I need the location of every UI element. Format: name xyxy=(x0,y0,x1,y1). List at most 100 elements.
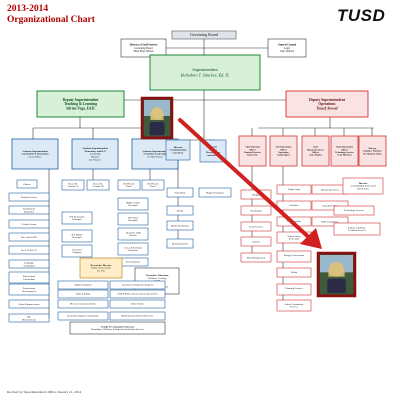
curriculum-item-3-text: Education xyxy=(24,210,35,213)
chart-title: 2013-2014 Organizational Chart xyxy=(7,4,95,26)
officer-box-1-text: Chief Financial xyxy=(245,147,260,149)
curriculum-item-6-text: Soc F B & E. P. xyxy=(21,249,37,252)
assistant-superintendent-box-2-text: Elementary and K-8 xyxy=(85,150,107,153)
superintendent-box-frame xyxy=(149,54,261,91)
governing-board-box-text: Governing Board xyxy=(190,32,218,37)
alternative-education-box-text: Alternative Education xyxy=(146,274,169,277)
person-photo-icon xyxy=(316,251,357,298)
curriculum-item-4: Federal Grants xyxy=(8,219,50,229)
secondary-item-4-text: HS School xyxy=(128,217,138,219)
program-right-4-text: Multicultural & African Student Svc. xyxy=(121,315,154,318)
operations-item-2-text: Facilities xyxy=(290,204,299,207)
communications-box-text: Director xyxy=(174,146,184,149)
program-left-2: Student Equity xyxy=(57,289,109,299)
communications-item-4: Marketing 2013 xyxy=(166,238,194,249)
curriculum-item-4-frame xyxy=(8,219,50,229)
communications-item-4-text: Marketing 2013 xyxy=(172,242,189,245)
hr-item-3: EEO Compliance xyxy=(311,216,349,227)
assistant-superintendent-box-2-text: Ramona xyxy=(91,156,100,159)
curriculum-item-10-text: School Improvement xyxy=(18,303,39,306)
officer-box-5-text: Dr. Shannon Alston xyxy=(363,152,382,155)
operations-item-8-text: Services xyxy=(290,306,298,309)
communications-item-1-text: Print Shop xyxy=(175,191,186,194)
operations-item-1-frame xyxy=(276,184,312,195)
operations-item-5-frame xyxy=(276,250,312,263)
program-right-1-text: Alternative to Suspension Programs xyxy=(122,284,154,287)
officer-box-1-text: Karla Soto xyxy=(247,155,258,157)
communications-item-3: Media Production xyxy=(166,220,194,231)
elementary-item-4-text: K-8 Middle xyxy=(72,234,83,236)
secondary-item-6-text: Career & Technical xyxy=(124,247,142,249)
assistant-superintendent-box-1-frame xyxy=(11,138,59,170)
assistant-superintendent-box-3-text: Assistant Superintendent xyxy=(142,150,168,153)
elementary-item-1-frame xyxy=(61,179,85,191)
program-left-1-frame xyxy=(57,280,109,290)
operations-item-1-text: Engineering xyxy=(288,188,300,191)
board-staff-box-text: Director of Staff Services xyxy=(130,44,158,47)
curriculum-item-10-frame xyxy=(8,299,50,309)
hr-item-1-text: Human Resources xyxy=(321,188,339,191)
arrow-head xyxy=(300,228,322,249)
curriculum-item-2-text: Family Services xyxy=(21,196,37,199)
finance-item-2-frame xyxy=(240,205,272,216)
family-community-box-frame xyxy=(69,321,166,335)
curriculum-item-1-text: Charter xyxy=(23,183,31,186)
arrow-shaft xyxy=(178,118,316,244)
finance-item-5-text: Risk Management xyxy=(247,256,266,259)
technology-item-2-frame xyxy=(333,205,375,216)
secondary-item-5-text: Schools xyxy=(129,235,136,237)
tusd-logo: TUSD xyxy=(337,6,386,25)
elementary-item-2-text: Corridor 1B xyxy=(92,186,104,188)
officer-box-3-text: Human Resources xyxy=(307,149,324,151)
hr-item-2-frame xyxy=(311,200,349,211)
elementary-item-5-text: Programs xyxy=(73,251,82,254)
assistant-superintendent-box-1-text: Grace Bellon xyxy=(29,156,43,159)
governing-board-box: Governing Board xyxy=(171,30,237,40)
operations-item-5-text: Energy Conservation xyxy=(284,254,305,257)
program-right-4: Multicultural & African Student Svc. xyxy=(109,311,166,321)
elementary-item-5-frame xyxy=(61,244,93,258)
program-left-2-frame xyxy=(57,289,109,299)
technology-item-2: Technology Services xyxy=(333,205,375,216)
operations-item-6-text: Health xyxy=(291,271,298,274)
curriculum-item-5-frame xyxy=(8,232,50,242)
board-staff-box-text: Mary Ellen Wilson xyxy=(134,50,154,53)
chart-heading: Organizational Chart xyxy=(7,15,95,25)
arrow-icon xyxy=(178,118,322,249)
operations-item-1: Engineering xyxy=(276,184,312,195)
curriculum-item-6-frame xyxy=(8,245,50,255)
alternative-education-box-text: Childcare Learning xyxy=(148,277,167,280)
secondary-item-4-text: Principals xyxy=(128,220,137,222)
officer-box-3-text: Anna Maiden xyxy=(309,154,323,157)
assistant-superintendent-box-2-frame xyxy=(71,138,119,170)
operations-item-2-frame xyxy=(276,200,312,211)
officer-box-2-frame xyxy=(269,135,298,167)
deputy-teaching-learning-box-text: Teaching & Learning xyxy=(64,102,97,106)
equity-innovation-box-frame xyxy=(79,257,123,279)
curriculum-item-5: Fine Arts/GATE xyxy=(8,232,50,242)
elementary-item-1-text: Elem. Dir. xyxy=(68,183,78,185)
curriculum-item-11-frame xyxy=(8,313,50,323)
program-left-3-frame xyxy=(57,299,109,309)
operations-item-8-text: School Community xyxy=(285,303,304,306)
finance-item-4: Payroll xyxy=(240,236,272,247)
curriculum-item-9-frame xyxy=(8,283,50,296)
program-right-2: CSDLR Multi Academic Intervention School… xyxy=(109,289,166,299)
governing-board-box-frame xyxy=(171,30,237,40)
deputy-operations-box-text: Deputy Superintendent xyxy=(309,98,346,102)
secondary-item-2-text: HS Director xyxy=(147,183,158,185)
curriculum-item-11-text: Title xyxy=(27,315,33,318)
operations-item-6-frame xyxy=(276,267,312,278)
assistant-superintendent-box-1-text: Curriculum & Instruction xyxy=(22,153,49,156)
